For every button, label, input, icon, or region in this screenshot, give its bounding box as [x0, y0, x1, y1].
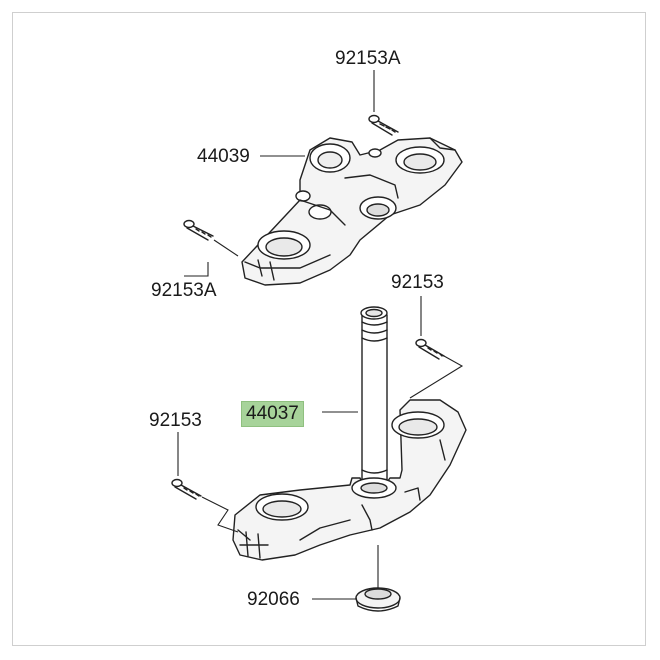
bolt-92153-right	[415, 338, 445, 360]
part-label-92153-left[interactable]: 92153	[149, 410, 202, 431]
part-label-92153a-left[interactable]: 92153A	[151, 280, 217, 301]
part-label-44039[interactable]: 44039	[197, 146, 250, 167]
bolt-92153a-top	[368, 114, 399, 136]
upper-triple-clamp	[241, 137, 463, 286]
leader-lines	[177, 70, 464, 600]
part-label-92066[interactable]: 92066	[247, 589, 300, 610]
part-label-92153a-top[interactable]: 92153A	[335, 48, 401, 69]
cap-92066	[355, 587, 401, 612]
steering-stem-lower-clamp	[232, 306, 467, 561]
part-label-44037-highlighted[interactable]: 44037	[241, 401, 304, 427]
bolt-92153-left	[171, 478, 202, 500]
part-label-92153-right[interactable]: 92153	[391, 272, 444, 293]
bolt-92153a-left	[183, 219, 214, 241]
